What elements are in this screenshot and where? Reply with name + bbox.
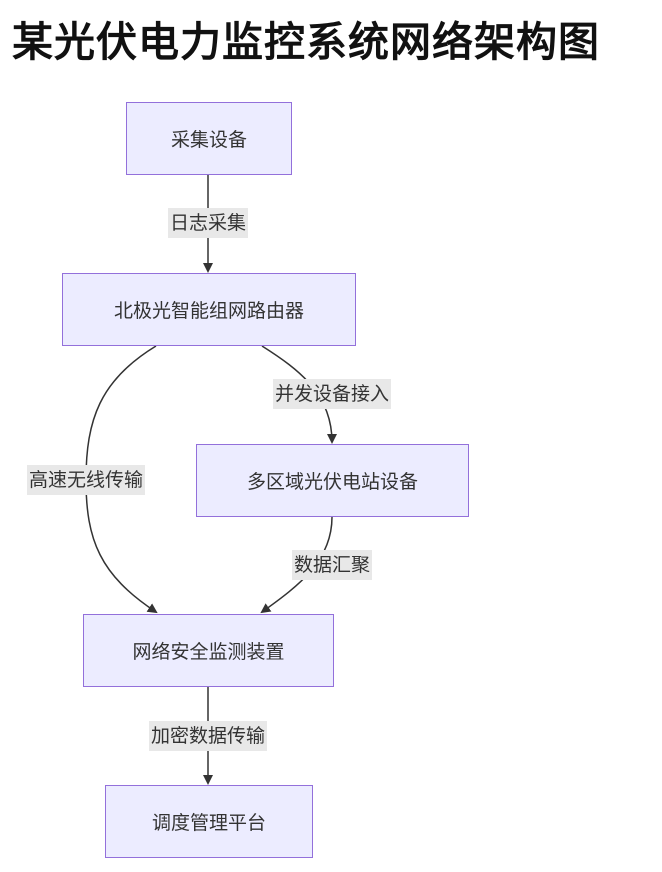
node-dispatch: 调度管理平台 <box>105 785 313 858</box>
edge-label-encrypted: 加密数据传输 <box>148 721 268 751</box>
edge-label-concurrent-access: 并发设备接入 <box>272 379 392 409</box>
edge-label-log-collect: 日志采集 <box>167 208 249 238</box>
node-collector: 采集设备 <box>126 102 292 175</box>
page-title: 某光伏电力监控系统网络架构图 <box>12 18 600 66</box>
edge-label-aggregation: 数据汇聚 <box>291 550 373 580</box>
node-security: 网络安全监测装置 <box>83 614 334 687</box>
node-router: 北极光智能组网路由器 <box>62 273 356 346</box>
edge-label-wireless: 高速无线传输 <box>26 465 146 495</box>
node-stations: 多区域光伏电站设备 <box>196 444 469 517</box>
